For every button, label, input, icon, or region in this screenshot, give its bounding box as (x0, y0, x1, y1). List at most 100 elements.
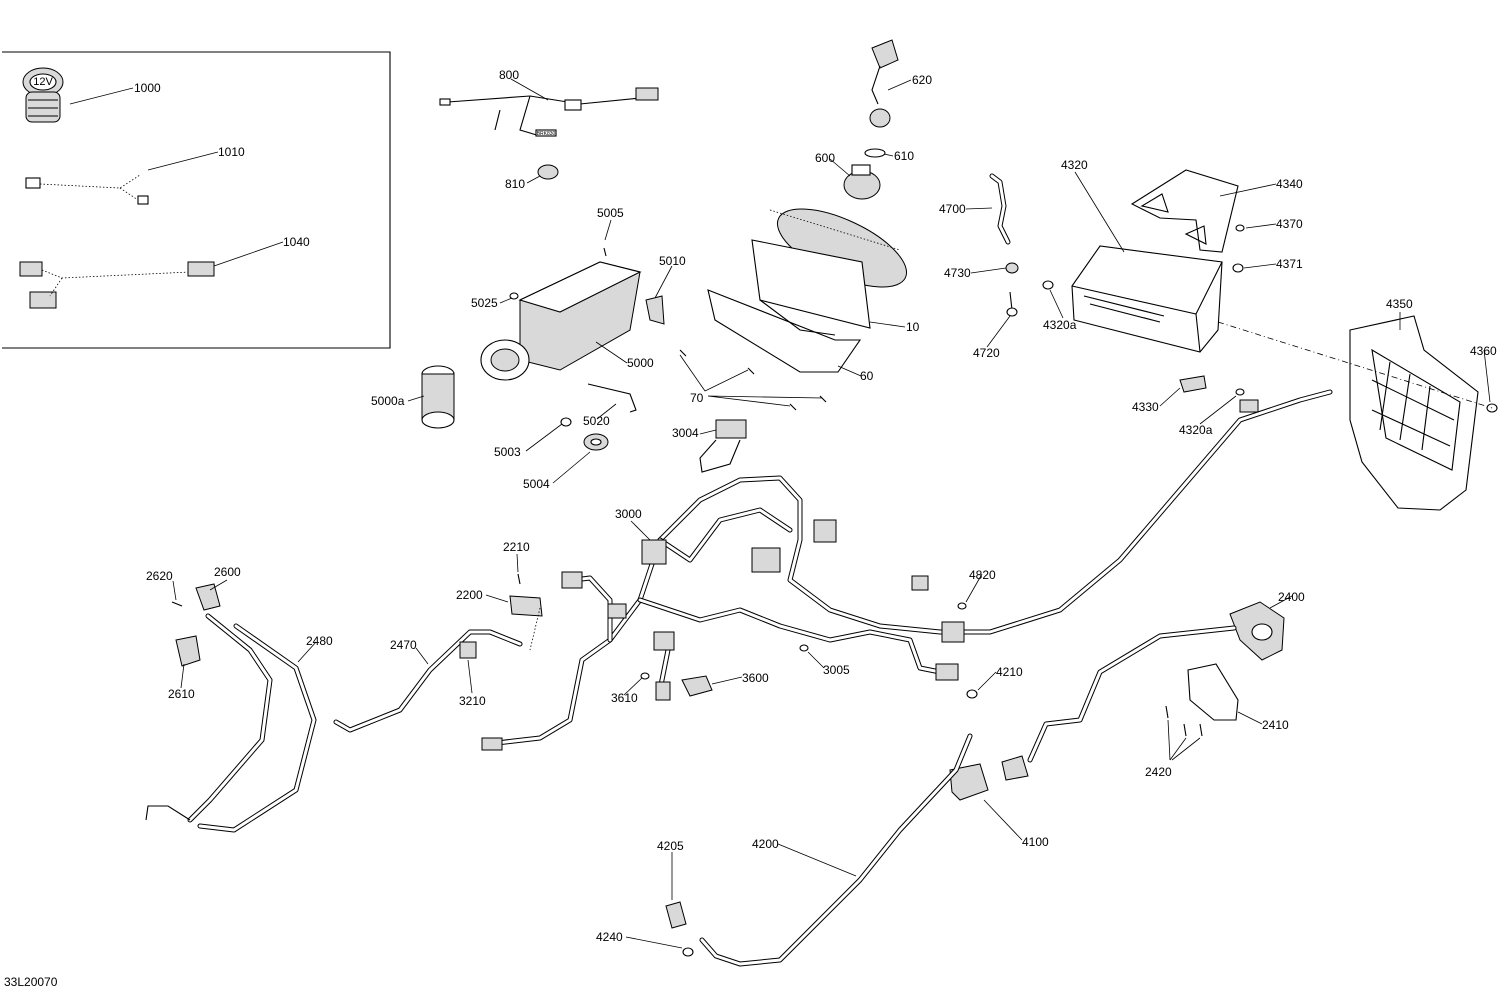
part-2620-screw (171, 601, 183, 607)
tag-text: BRK830 (537, 131, 556, 137)
callout-600: 600 (815, 151, 835, 165)
callout-3610: 3610 (611, 691, 638, 705)
callout-810: 810 (505, 177, 525, 191)
part-5000-airbox (480, 261, 642, 381)
callout-2620: 2620 (146, 569, 173, 583)
callout-4320a-2: 4320a (1179, 423, 1213, 437)
harness-2400-lead-inner (1028, 626, 1236, 762)
callout-2480: 2480 (306, 634, 333, 648)
callout-4720: 4720 (973, 346, 1000, 360)
part-4370-screw (1235, 224, 1245, 232)
callout-3600: 3600 (742, 671, 769, 685)
part-4205-terminal (665, 901, 687, 929)
part-5004-seal (583, 433, 609, 451)
callout-2200: 2200 (456, 588, 483, 602)
callout-4730: 4730 (944, 266, 971, 280)
part-620-key (869, 39, 899, 128)
callout-2600: 2600 (214, 565, 241, 579)
part-4240-nut (682, 947, 694, 957)
part-5020-bracket (587, 383, 637, 413)
part-3000-main-harness (481, 389, 1333, 751)
part-600-ignition-switch (843, 164, 881, 200)
part-4730-nut (1005, 262, 1019, 274)
part-2600-sensor (195, 583, 221, 611)
part-5025-screw (509, 292, 519, 300)
callout-3210: 3210 (459, 694, 486, 708)
part-3005-nut (799, 644, 809, 652)
socket-face-text: 12V (33, 76, 53, 88)
part-4350-tray (1349, 315, 1479, 511)
callout-3000: 3000 (615, 507, 642, 521)
callout-4350: 4350 (1386, 297, 1413, 311)
part-4340-bracket (1130, 169, 1239, 253)
callout-3005: 3005 (823, 663, 850, 677)
part-10-gauge (751, 208, 908, 329)
callout-800: 800 (499, 68, 519, 82)
leader-lines (69, 78, 1491, 949)
callout-2410: 2410 (1262, 718, 1289, 732)
callout-5010: 5010 (659, 254, 686, 268)
callout-3004: 3004 (672, 426, 699, 440)
part-2200-sensor (509, 595, 543, 651)
part-2400-module (1229, 601, 1285, 661)
callout-4330: 4330 (1132, 400, 1159, 414)
part-810-cap (537, 164, 559, 180)
part-1040-wire (19, 261, 215, 309)
callout-1010: 1010 (218, 145, 245, 159)
callout-1000: 1000 (134, 81, 161, 95)
part-3004-relay (699, 419, 747, 473)
part-3610-nut (640, 672, 650, 680)
callout-2210: 2210 (503, 540, 530, 554)
part-5003-washer (560, 417, 572, 427)
callout-2400: 2400 (1278, 590, 1305, 604)
part-3600-terminal (681, 675, 713, 697)
part-70-screws (679, 349, 827, 411)
part-2610-connector (175, 635, 201, 667)
part-4720-bolt (1006, 291, 1018, 317)
part-5010-clip (645, 295, 665, 325)
part-3210-connector (459, 641, 477, 659)
callout-4320a-1: 4320a (1043, 318, 1077, 332)
callout-5003: 5003 (494, 445, 521, 459)
part-2480-harness (145, 613, 317, 833)
part-4320a-nut-1 (1042, 280, 1054, 290)
callout-2420: 2420 (1145, 765, 1172, 779)
callout-10: 10 (906, 320, 920, 334)
part-800-harness: BRK830 (439, 87, 659, 137)
callout-4320: 4320 (1061, 158, 1088, 172)
callout-4700: 4700 (939, 202, 966, 216)
callout-610: 610 (894, 149, 914, 163)
callout-4100: 4100 (1022, 835, 1049, 849)
callout-5000a: 5000a (371, 394, 405, 408)
callout-2610: 2610 (168, 687, 195, 701)
part-4320-battery (1071, 245, 1223, 353)
part-2210-screw (517, 573, 521, 585)
part-60-bezel (707, 289, 862, 373)
battery-tray-centerline (1217, 321, 1493, 409)
callout-4205: 4205 (657, 839, 684, 853)
part-4330-cap (1179, 375, 1207, 393)
part-4210-nut (966, 689, 978, 699)
part-1000-socket: 12V (22, 67, 64, 123)
part-4200-cable (699, 733, 973, 967)
part-5000a-filter (421, 365, 455, 429)
part-2410-cover (1187, 663, 1239, 721)
callout-1040: 1040 (283, 235, 310, 249)
callout-2470: 2470 (390, 638, 417, 652)
part-4320a-nut-2 (1235, 388, 1245, 396)
part-4700-ground-cable (989, 173, 1011, 245)
part-4371-nut (1232, 263, 1244, 273)
part-2470-harness (333, 629, 523, 733)
callout-4371: 4371 (1276, 257, 1303, 271)
part-5005-screw (603, 247, 607, 257)
drawing-code: 33L20070 (4, 975, 58, 989)
part-4820-nut (957, 602, 967, 610)
callout-5025: 5025 (471, 296, 498, 310)
part-2420-screws (1165, 705, 1203, 737)
callout-4820: 4820 (969, 568, 996, 582)
callout-5005: 5005 (597, 206, 624, 220)
inset-frame (2, 51, 391, 349)
callout-4340: 4340 (1276, 177, 1303, 191)
